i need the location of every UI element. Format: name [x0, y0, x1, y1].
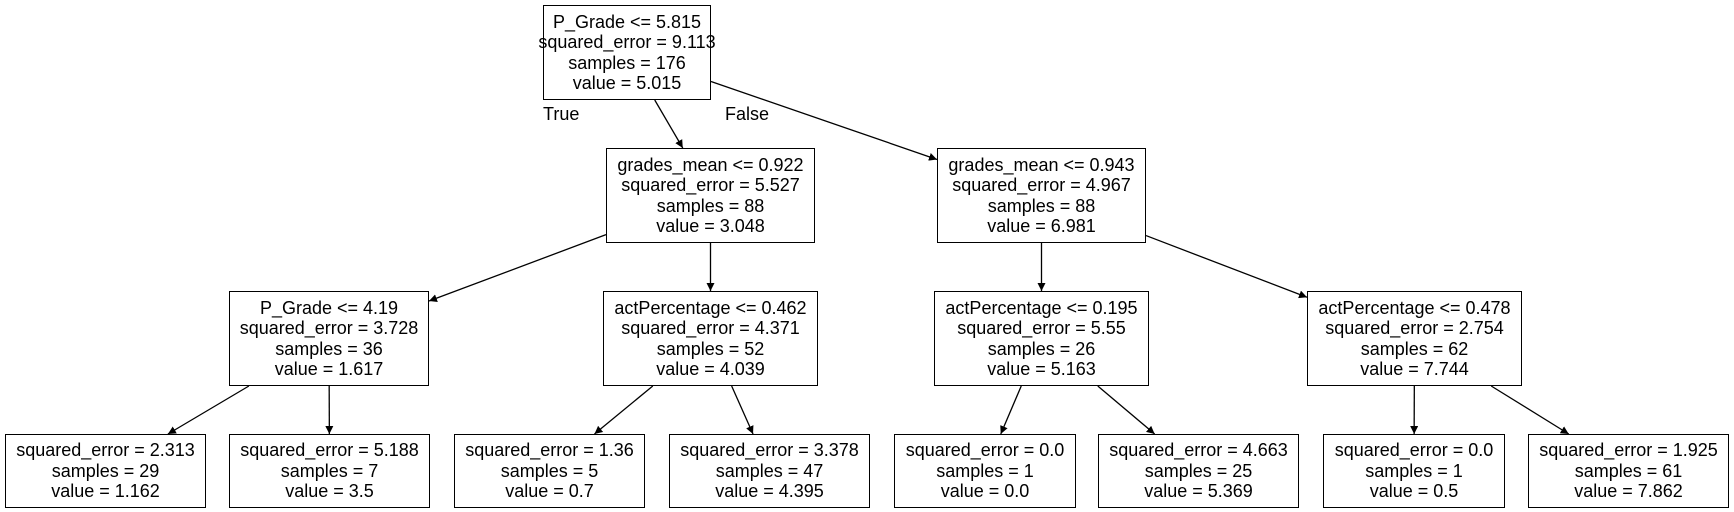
node-line: grades_mean <= 0.922 — [617, 154, 804, 175]
edge-label-true: True — [543, 104, 580, 124]
edge-label-false: False — [725, 104, 770, 124]
node-line: squared_error = 4.967 — [952, 175, 1131, 195]
node-line: value = 7.744 — [1360, 359, 1469, 379]
node-line: value = 1.162 — [51, 481, 160, 502]
tree-node-l2-3: actPercentage <= 0.195 squared_error = 5… — [934, 291, 1149, 386]
node-line: squared_error = 2.313 — [16, 440, 195, 461]
tree-node-l2-4: actPercentage <= 0.478 squared_error = 2… — [1307, 291, 1522, 386]
tree-leaf-5: squared_error = 0.0 samples = 1 value = … — [894, 434, 1076, 508]
node-line: samples = 25 — [1144, 460, 1253, 481]
node-line: actPercentage <= 0.462 — [614, 297, 807, 318]
node-line: squared_error = 2.754 — [1325, 318, 1504, 338]
tree-leaf-6: squared_error = 4.663 samples = 25 value… — [1098, 434, 1299, 508]
node-line: samples = 88 — [656, 195, 765, 216]
node-line: value = 3.5 — [285, 481, 374, 502]
node-line: squared_error = 5.188 — [240, 440, 419, 461]
node-line: samples = 1 — [1365, 460, 1463, 481]
node-line: P_Grade <= 4.19 — [259, 297, 399, 318]
node-line: samples = 36 — [275, 338, 383, 359]
node-line: value = 0.7 — [505, 481, 594, 502]
node-line: squared_error = 0.0 — [905, 440, 1065, 461]
node-line: value = 5.163 — [987, 359, 1096, 379]
tree-leaf-1: squared_error = 2.313 samples = 29 value… — [5, 434, 206, 508]
node-line: samples = 61 — [1574, 460, 1683, 481]
node-line: value = 4.395 — [715, 481, 824, 502]
node-line: value = 0.0 — [940, 481, 1030, 502]
node-line: P_Grade <= 5.815 — [552, 11, 702, 32]
tree-leaf-3: squared_error = 1.36 samples = 5 value =… — [454, 434, 645, 508]
node-line: value = 6.981 — [987, 216, 1096, 236]
node-line: squared_error = 5.527 — [621, 175, 800, 195]
node-line: squared_error = 3.728 — [239, 318, 419, 338]
tree-edge-n4-n9 — [594, 385, 654, 435]
node-line: samples = 7 — [280, 460, 379, 481]
node-line: actPercentage <= 0.195 — [945, 297, 1138, 318]
tree-node-l1-left: grades_mean <= 0.922 squared_error = 5.5… — [606, 148, 815, 243]
tree-leaf-4: squared_error = 3.378 samples = 47 value… — [669, 434, 870, 508]
node-line: samples = 47 — [715, 460, 824, 481]
node-line: value = 4.039 — [656, 359, 765, 379]
tree-leaf-8: squared_error = 1.925 samples = 61 value… — [1528, 434, 1729, 508]
tree-edge-n3-n7 — [167, 385, 250, 435]
node-line: value = 1.617 — [274, 359, 384, 379]
node-line: squared_error = 1.36 — [465, 440, 634, 461]
tree-edge-n5-n11 — [1000, 385, 1022, 435]
node-line: grades_mean <= 0.943 — [948, 154, 1135, 175]
tree-edge-n1-n3 — [428, 234, 607, 302]
tree-edge-n6-n14 — [1490, 385, 1570, 435]
node-line: value = 3.048 — [656, 216, 765, 236]
node-line: squared_error = 3.378 — [680, 440, 859, 461]
node-line: squared_error = 4.371 — [621, 318, 800, 338]
tree-leaf-7: squared_error = 0.0 samples = 1 value = … — [1323, 434, 1505, 508]
node-line: samples = 52 — [656, 338, 765, 359]
tree-edge-n0-n2 — [710, 80, 938, 161]
node-line: samples = 5 — [500, 460, 599, 481]
node-line: squared_error = 4.663 — [1109, 440, 1288, 461]
node-line: value = 0.5 — [1369, 481, 1459, 502]
node-line: value = 5.369 — [1144, 481, 1253, 502]
tree-node-l2-2: actPercentage <= 0.462 squared_error = 4… — [603, 291, 818, 386]
tree-edge-n2-n6 — [1145, 234, 1308, 299]
node-line: samples = 88 — [987, 195, 1096, 216]
node-line: squared_error = 1.925 — [1539, 440, 1718, 461]
node-line: squared_error = 0.0 — [1334, 440, 1494, 461]
tree-edge-n4-n10 — [731, 385, 754, 435]
node-line: samples = 26 — [987, 338, 1096, 359]
tree-node-root: P_Grade <= 5.815 squared_error = 9.113 s… — [538, 5, 716, 100]
node-line: samples = 1 — [936, 460, 1034, 481]
tree-edge-n5-n12 — [1097, 385, 1156, 435]
tree-leaf-2: squared_error = 5.188 samples = 7 value … — [229, 434, 430, 508]
node-line: samples = 62 — [1360, 338, 1469, 359]
node-line: squared_error = 9.113 — [538, 32, 716, 52]
tree-node-l2-1: P_Grade <= 4.19 squared_error = 3.728 sa… — [229, 291, 429, 386]
tree-node-l1-right: grades_mean <= 0.943 squared_error = 4.9… — [937, 148, 1146, 243]
node-line: value = 7.862 — [1574, 481, 1683, 502]
node-line: samples = 176 — [568, 52, 686, 73]
tree-edge-n0-n1 — [654, 99, 684, 149]
node-line: squared_error = 5.55 — [957, 318, 1126, 338]
node-line: value = 5.015 — [572, 73, 682, 93]
node-line: samples = 29 — [51, 460, 160, 481]
node-line: actPercentage <= 0.478 — [1318, 297, 1511, 318]
